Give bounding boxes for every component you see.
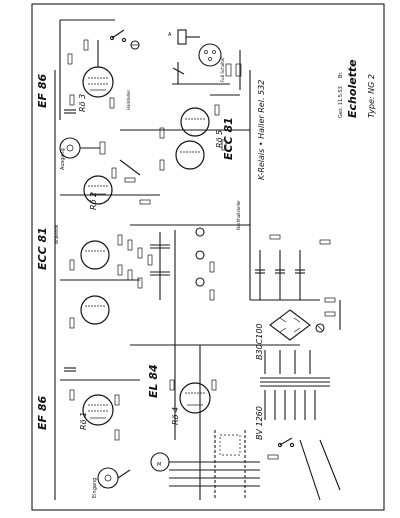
- nachhallsteller-label: Nachhallsteller: [236, 200, 241, 230]
- relay-block: [172, 29, 242, 90]
- motor-label: M: [157, 462, 161, 468]
- motor: [150, 430, 260, 500]
- tube-ro1-type: EF 86: [36, 395, 49, 430]
- tube-ro5-type: ECC 81: [222, 117, 235, 160]
- rectifier-label: B30C100: [255, 323, 264, 360]
- transformer-label: BV 1260: [255, 406, 264, 440]
- relay-title: K-Relais • Haller Rel. 532: [257, 80, 266, 180]
- device-name: Echolette: [346, 59, 359, 118]
- supply-rails: [54, 19, 300, 500]
- tube-ro4-type: EL 84: [147, 364, 160, 398]
- tube-ro5-ref: Rö 5: [215, 130, 224, 148]
- drawing-date: Gez. 11.5.53: [338, 86, 344, 118]
- tube-ro4: [169, 379, 217, 414]
- filter-caps: [255, 234, 331, 300]
- fuss-schalter-label: Fuß Schalter: [220, 57, 225, 82]
- switch-top: [109, 29, 140, 50]
- mains-switch: [267, 437, 341, 501]
- tone-network: [117, 227, 215, 301]
- eingang-jack: [97, 467, 131, 489]
- tube-ro1-ref: Rö 1: [79, 412, 88, 430]
- tube-ecc81-left-type: ECC 81: [36, 227, 49, 270]
- sheet-border: [31, 3, 385, 511]
- tube-ro2-ref: Rö 2: [89, 192, 98, 210]
- rectifier-bridge: [250, 299, 320, 341]
- tube-ro3: [82, 40, 114, 98]
- tube-ro4-ref: Rö 4: [171, 407, 180, 425]
- tube-ro3-type: EF 86: [36, 73, 49, 108]
- tube-ro1: [64, 367, 120, 441]
- drawing-initials: Br.: [338, 71, 344, 78]
- ro3-resistor-network: [64, 39, 115, 114]
- hallsteller-label: Hallsteller: [126, 90, 131, 110]
- ausgang-jack: [59, 137, 106, 159]
- fuses-lamps: [315, 297, 341, 333]
- device-type: Type: NG 2: [367, 74, 376, 118]
- tube-ecc81-left: [69, 240, 110, 329]
- transformer: [260, 350, 330, 420]
- tube-ro3-ref: Rö 3: [78, 94, 87, 112]
- tonblende-label: Tonblende: [54, 224, 59, 246]
- tube-ro5: [159, 94, 240, 171]
- eingang-label: Eingang: [92, 478, 98, 498]
- tube-ro2: [83, 159, 151, 205]
- relay-a-label: A: [168, 32, 172, 38]
- ausgang-label: Ausgang: [60, 148, 66, 170]
